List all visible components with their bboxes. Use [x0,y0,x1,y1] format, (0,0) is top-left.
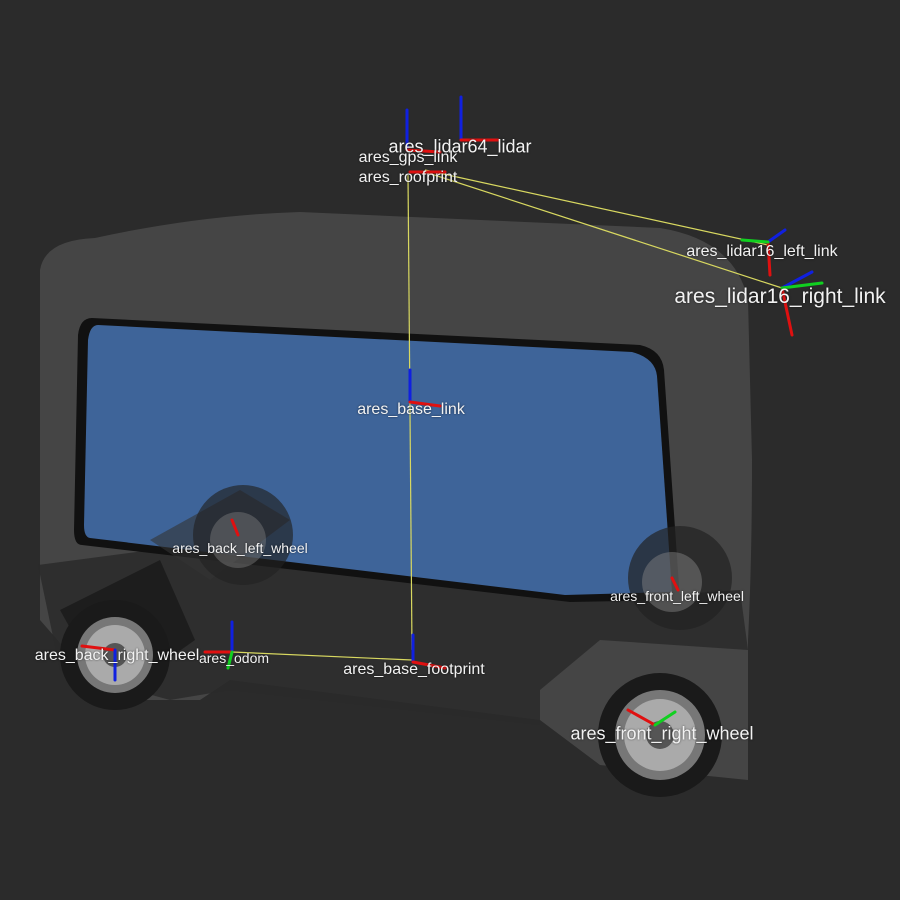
axis-lidar16-right [780,270,824,337]
axis-lidar64 [459,95,500,142]
frame-label-front-left-wheel[interactable]: ares_front_left_wheel [610,588,744,604]
frame-label-front-right-wheel[interactable]: ares_front_right_wheel [570,723,754,744]
frame-label-gps[interactable]: ares_gps_link [358,149,458,166]
frame-label-lidar64[interactable]: ares_lidar64_lidar [388,136,532,157]
axis-front-right-wheel [626,708,677,727]
axis-base-link [408,368,442,408]
tf-axes [80,95,824,727]
tf-edge-roof-lidar16-left [424,169,769,246]
back-left-wheel-model [150,485,293,585]
axis-back-left-wheel [230,518,240,537]
frame-label-roofprint[interactable]: ares_roofprint [358,169,458,186]
axis-gps [405,108,442,154]
frame-label-lidar16-right[interactable]: ares_lidar16_right_link [674,285,886,308]
vehicle-skirt [38,545,748,725]
front-right-wheel-model [598,673,722,797]
axis-odom [203,620,234,670]
front-left-wheel-model [628,526,732,630]
tf-edge-roof-footprint [407,174,413,651]
back-right-wheel-model [60,560,195,710]
frame-label-base-link[interactable]: ares_base_link [357,401,465,418]
tf-edge-odom-footprint [231,651,413,661]
frame-label-lidar16-left[interactable]: ares_lidar16_left_link [686,243,838,260]
axis-lidar16-left [740,228,787,277]
frame-label-base-footprint[interactable]: ares_base_footprint [343,661,485,678]
axis-back-right-wheel [80,644,117,682]
vehicle-model [38,212,752,797]
tf-edge-roof-lidar16-right [424,171,783,289]
axis-front-left-wheel [670,576,680,592]
frame-label-back-right-wheel[interactable]: ares_back_right_wheel [34,647,200,664]
tf-edges [231,169,783,661]
frame-label-odom[interactable]: ares_odom [198,650,270,666]
axis-base-footprint [411,633,447,670]
frame-label-back-left-wheel[interactable]: ares_back_left_wheel [172,540,308,556]
